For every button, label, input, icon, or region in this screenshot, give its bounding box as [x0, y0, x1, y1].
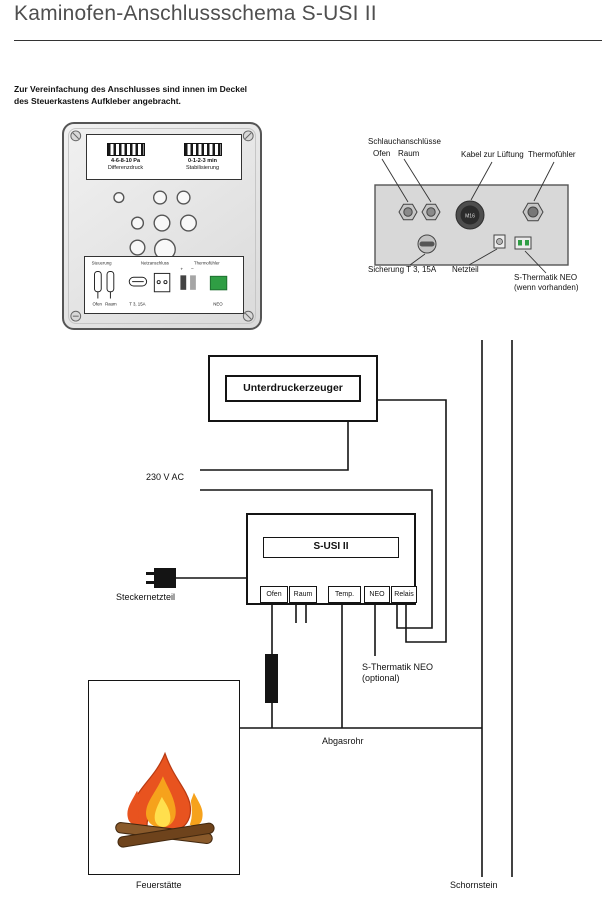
port-neo: NEO	[364, 586, 390, 603]
controller-label: S-USI II	[263, 537, 399, 558]
dip-right: 0-1-2-3 min Stabilisierung	[183, 142, 222, 172]
wiring-header-mid: Netzanschluss	[141, 261, 169, 266]
intro-line-2: des Steuerkastens Aufkleber angebracht.	[14, 96, 181, 106]
wiring-caption-plus: +	[180, 268, 183, 273]
neo-terminal	[514, 236, 532, 250]
power-jack	[493, 234, 506, 249]
controller-box: S-USI II Ofen Raum Temp. NEO Relais	[246, 513, 417, 605]
wiring-header-left: Steuerung	[92, 261, 113, 266]
dip-sticker: 4-6-8-10 Pa Differenzdruck 0-1-2-3 min S…	[86, 134, 242, 180]
ofen-hose	[265, 654, 278, 703]
intro-note: Zur Vereinfachung des Anschlusses sind i…	[14, 83, 247, 107]
control-box-surface	[70, 130, 254, 322]
label-neo-optional: S-Thermatik NEO (optional)	[362, 662, 433, 684]
control-box-illustration: 4-6-8-10 Pa Differenzdruck 0-1-2-3 min S…	[62, 122, 262, 330]
dip-switch-left-graphic	[106, 142, 145, 156]
hose-connector-raum	[421, 203, 441, 221]
leader-lines	[381, 158, 555, 274]
label-neo-present-line2: (wenn vorhanden)	[514, 283, 579, 292]
controller-port-wires	[271, 605, 376, 728]
corner-screws	[70, 130, 254, 322]
wiring-header-right: Thermofühler	[194, 261, 220, 266]
wiring-sticker-graphic: Steuerung Netzanschluss Thermofühler	[92, 261, 228, 307]
label-thermo: Thermofühler	[528, 150, 576, 159]
flame-right	[189, 792, 203, 826]
fireplace-box	[88, 680, 240, 875]
label-hose-ofen: Ofen	[373, 149, 391, 158]
label-exhaust: Abgasrohr	[322, 736, 364, 746]
label-neo-present: S-Thermatik NEO (wenn vorhanden)	[514, 273, 578, 293]
wiring-caption-ofen: Ofen	[93, 301, 103, 306]
hose-connector-ofen	[398, 203, 418, 221]
label-fireplace: Feuerstätte	[136, 880, 182, 890]
label-hose-connections: Schlauchanschlüsse	[368, 137, 441, 146]
vacuum-generator-label: Unterdruckerzeuger	[225, 375, 361, 402]
flame-left	[127, 790, 141, 825]
gland-size-label: M16	[465, 214, 475, 220]
dip-left-scale: 4-6-8-10 Pa	[110, 157, 141, 164]
wiring-captions: Ofen Raum T 3, 15A NEO + −	[93, 268, 224, 307]
wiring-symbols	[94, 271, 228, 299]
logs	[115, 822, 215, 848]
fire-illustration	[115, 751, 215, 848]
label-chimney: Schornstein	[450, 880, 498, 890]
vacuum-generator-box: Unterdruckerzeuger	[208, 355, 378, 422]
chimney-lines	[481, 340, 513, 877]
port-relais: Relais	[391, 586, 417, 603]
fuse-holder	[417, 234, 437, 254]
page-title: Kaminofen-Anschlussschema S-USI II	[14, 2, 377, 25]
wiring-sticker: Steuerung Netzanschluss Thermofühler	[84, 256, 244, 314]
wiring-caption-raum: Raum	[105, 301, 117, 306]
mains-wiring	[200, 399, 447, 643]
panel-holes	[113, 190, 197, 261]
fan-cable-gland: M16	[455, 200, 485, 230]
wiring-caption-fuse: T 3, 15A	[129, 301, 145, 306]
wiring-headers: Steuerung Netzanschluss Thermofühler	[92, 261, 221, 266]
rear-panel-illustration: M16	[374, 158, 569, 274]
port-raum: Raum	[289, 586, 317, 603]
label-power: Netzteil	[452, 265, 479, 274]
schematic-canvas	[146, 340, 513, 877]
label-plug: Steckernetzteil	[116, 592, 176, 602]
wiring-caption-minus: −	[191, 268, 194, 273]
thermo-connector	[522, 202, 544, 222]
title-divider	[14, 40, 602, 41]
label-fuse: Sicherung T 3, 15A	[368, 265, 437, 274]
port-ofen: Ofen	[260, 586, 288, 603]
label-neo-optional-line1: S-Thermatik NEO	[362, 662, 434, 672]
dip-right-caption: Stabilisierung	[185, 164, 220, 171]
intro-line-1: Zur Vereinfachung des Anschlusses sind i…	[14, 84, 248, 94]
wiring-caption-neo: NEO	[213, 301, 223, 306]
power-plug	[146, 568, 176, 588]
dip-right-scale: 0-1-2-3 min	[187, 157, 218, 164]
dip-switch-right-graphic	[183, 142, 222, 156]
label-mains: 230 V AC	[146, 472, 185, 482]
port-temp: Temp.	[328, 586, 361, 603]
label-fan-cable: Kabel zur Lüftung	[461, 150, 524, 159]
dip-left-caption: Differenzdruck	[107, 164, 144, 171]
label-neo-optional-line2: (optional)	[362, 673, 400, 683]
label-neo-present-line1: S-Thermatik NEO	[514, 273, 578, 282]
flame-core	[154, 796, 171, 827]
label-hose-raum: Raum	[398, 149, 420, 158]
dip-left: 4-6-8-10 Pa Differenzdruck	[106, 142, 145, 172]
